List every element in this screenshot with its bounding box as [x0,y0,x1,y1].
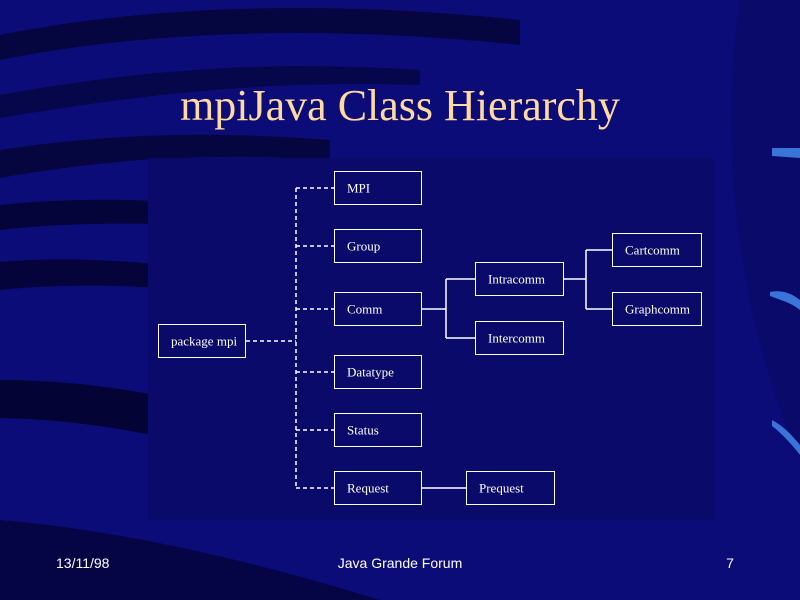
diagram-connectors [246,187,612,489]
package-mpi-label: package mpi [171,333,238,349]
class-status-label: Status [347,422,379,438]
class-request-box: Request [334,471,422,505]
class-mpi-label: MPI [347,180,371,196]
package-mpi-box: package mpi [158,324,246,358]
class-intracomm-label: Intracomm [488,271,546,287]
class-datatype-label: Datatype [347,364,394,380]
class-cartcomm-box: Cartcomm [612,233,702,267]
class-status-box: Status [334,413,422,447]
class-group-label: Group [347,238,381,254]
class-intercomm-label: Intercomm [488,330,546,346]
class-intercomm-box: Intercomm [475,321,564,355]
class-hierarchy-diagram: package mpi MPI Group Comm Datatype Stat… [148,158,714,520]
class-mpi-box: MPI [334,171,422,205]
class-prequest-label: Prequest [479,480,524,496]
footer-date: 13/11/98 [56,555,110,571]
slide-title: mpiJava Class Hierarchy [180,81,620,130]
class-request-label: Request [347,480,389,496]
class-group-box: Group [334,229,422,263]
class-prequest-box: Prequest [466,471,555,505]
class-graphcomm-label: Graphcomm [625,301,690,317]
class-comm-box: Comm [334,292,422,326]
footer-page-number: 7 [726,555,734,571]
class-graphcomm-box: Graphcomm [612,292,702,326]
class-cartcomm-label: Cartcomm [625,242,680,258]
footer-center-text: Java Grande Forum [337,555,463,571]
class-datatype-box: Datatype [334,355,422,389]
class-intracomm-box: Intracomm [475,262,564,296]
class-comm-label: Comm [347,301,383,317]
